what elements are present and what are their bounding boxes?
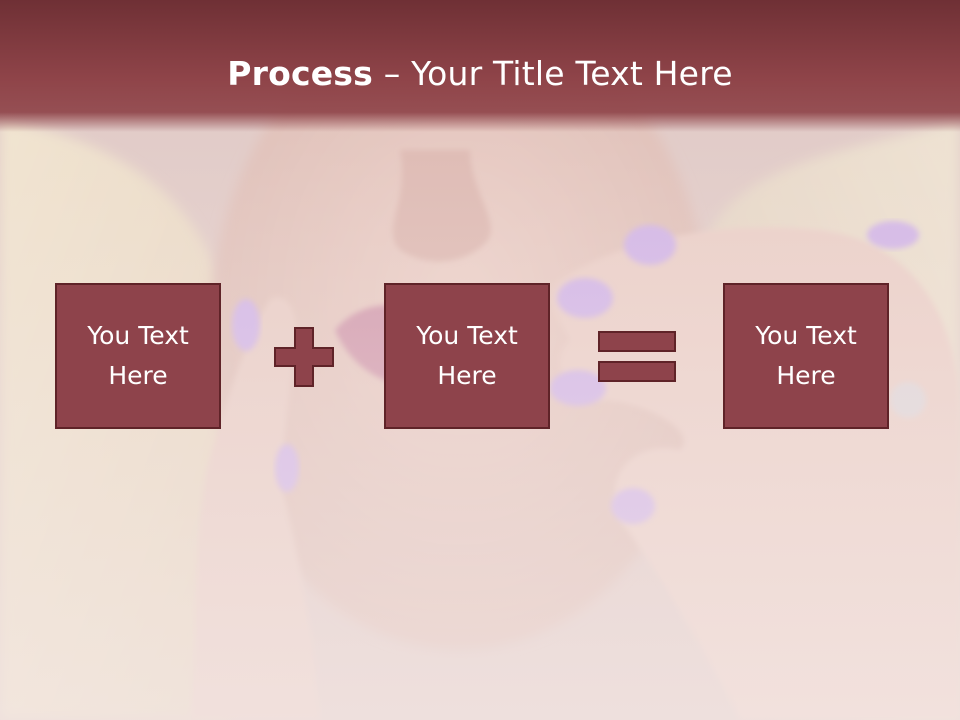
plus-icon bbox=[274, 327, 334, 387]
process-box-3-label: You Text Here bbox=[755, 321, 857, 390]
slide-title: Process – Your Title Text Here bbox=[0, 52, 960, 96]
equals-icon bbox=[598, 331, 676, 382]
process-box-2-label: You Text Here bbox=[416, 321, 518, 390]
process-box-1[interactable]: You Text Here bbox=[55, 283, 221, 429]
title-separator: – bbox=[373, 54, 412, 93]
title-strong: Process bbox=[227, 54, 373, 93]
process-box-2[interactable]: You Text Here bbox=[384, 283, 550, 429]
process-box-3[interactable]: You Text Here bbox=[723, 283, 889, 429]
title-bar bbox=[0, 0, 960, 132]
title-rest: Your Title Text Here bbox=[411, 54, 733, 93]
process-box-1-label: You Text Here bbox=[87, 321, 189, 390]
